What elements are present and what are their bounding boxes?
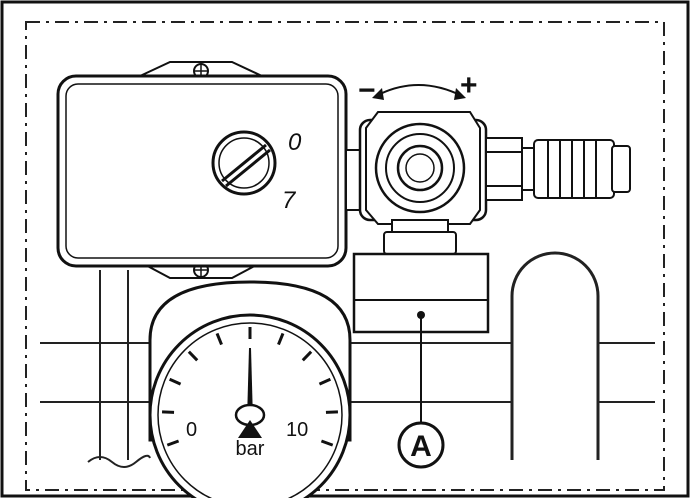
u-pipe	[512, 253, 598, 460]
control-box	[58, 76, 346, 266]
adjust-plus-symbol: +	[460, 69, 478, 102]
pressure-gauge	[150, 282, 350, 498]
adjustment-valve[interactable]	[360, 112, 486, 224]
gauge-unit-label: bar	[236, 438, 265, 460]
adjust-minus-symbol: −	[358, 74, 376, 107]
rotary-switch-knob[interactable]	[213, 132, 275, 194]
switch-mark-top: 0	[288, 129, 302, 156]
callout-a-marker: A	[399, 423, 443, 467]
support-pipe	[88, 270, 150, 467]
adjust-arc-arrow	[372, 85, 466, 100]
gauge-max-label: 10	[286, 419, 308, 441]
switch-mark-bottom: 7	[282, 187, 297, 214]
callout-a-label: A	[410, 430, 432, 463]
gauge-min-label: 0	[186, 419, 197, 441]
hose-coupling	[486, 138, 630, 200]
valve-neck	[384, 220, 456, 254]
